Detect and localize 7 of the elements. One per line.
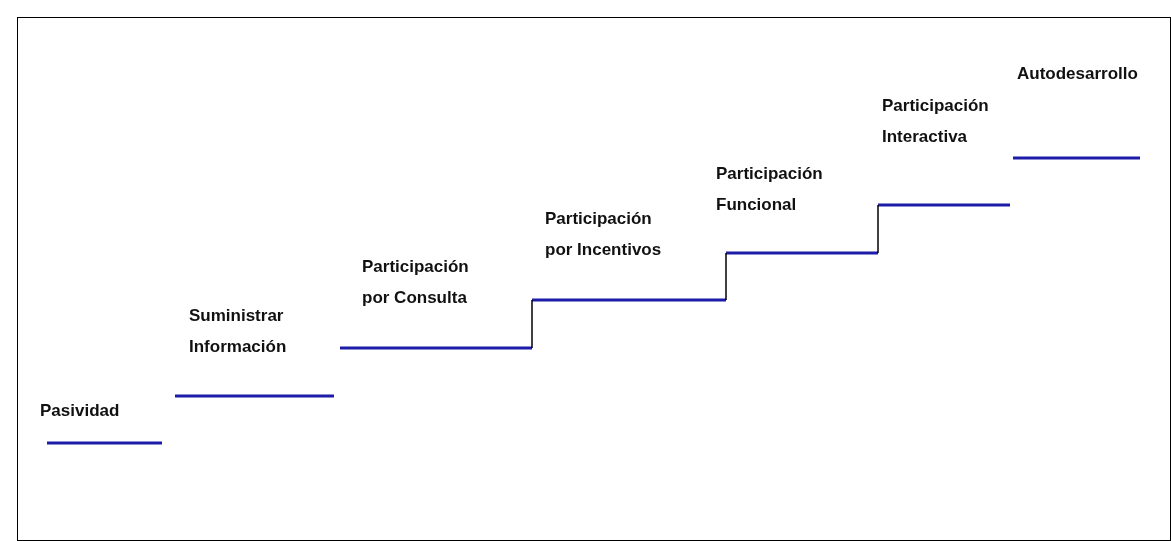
step-label: Participación Interactiva (882, 95, 990, 148)
step-label: Participación por Consulta (362, 256, 470, 309)
step-label: Participación por Incentivos (545, 208, 663, 261)
step-label: Autodesarrollo (1017, 63, 1139, 85)
step-label: Participación Funcional (716, 163, 824, 216)
step-label: Suministrar Información (189, 305, 288, 358)
step-label: Pasividad (40, 400, 121, 422)
